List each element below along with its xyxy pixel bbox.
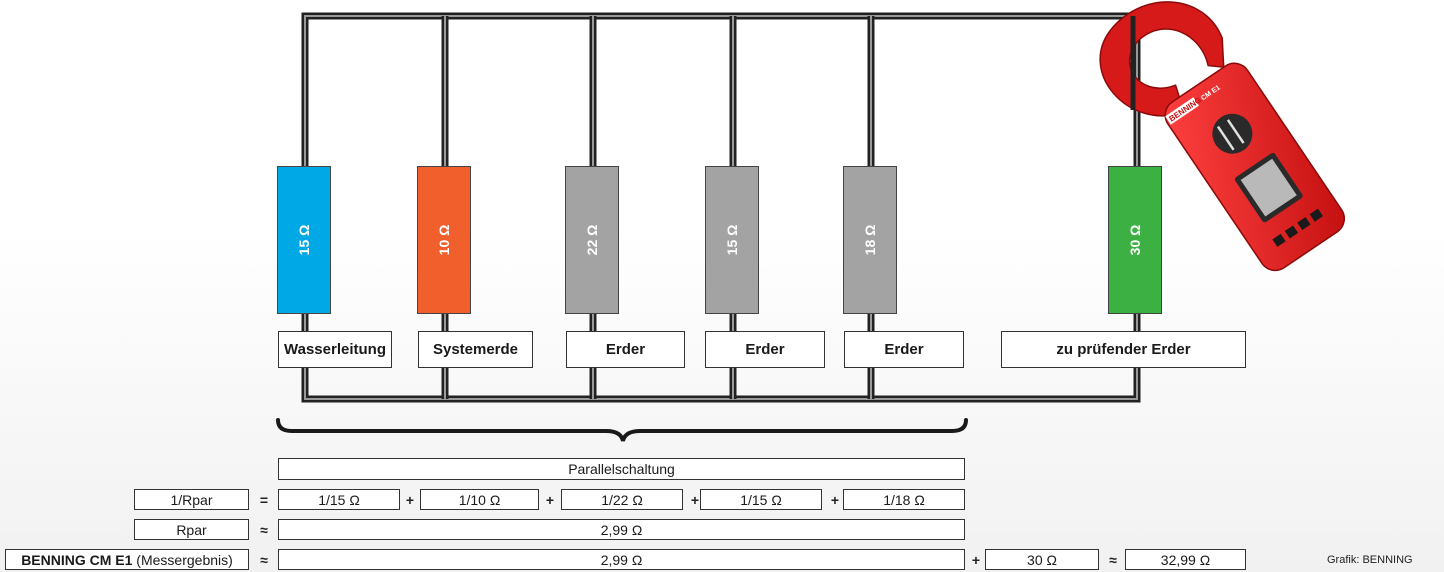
row2-value-text: 2,99 Ω xyxy=(600,521,643,538)
branch-label: Erder xyxy=(705,331,825,368)
resistor-value: 22 Ω xyxy=(584,224,600,256)
row1-label-text: 1/Rpar xyxy=(170,491,213,508)
credit-text: Grafik: BENNING xyxy=(1327,554,1413,566)
plus-sign: + xyxy=(690,492,700,508)
row3-label-rest: (Messergebnis) xyxy=(132,551,233,568)
row3-added-text: 30 Ω xyxy=(1027,551,1057,568)
resistor-value: 30 Ω xyxy=(1127,224,1143,256)
reciprocal-term: 1/10 Ω xyxy=(420,489,539,510)
branch-label: Wasserleitung xyxy=(278,331,392,368)
plus-sign: + xyxy=(405,492,415,508)
resistor-value: 18 Ω xyxy=(862,224,878,256)
resistor-value: 15 Ω xyxy=(724,224,740,256)
row3-value: 2,99 Ω xyxy=(278,549,965,570)
row3-result-text: 32,99 Ω xyxy=(1160,551,1211,568)
reciprocal-term: 1/22 Ω xyxy=(561,489,683,510)
resistor-value: 10 Ω xyxy=(436,224,452,256)
row3-result: 32,99 Ω xyxy=(1125,549,1246,570)
row2-value: 2,99 Ω xyxy=(278,519,965,540)
resistor: 18 Ω xyxy=(843,166,897,314)
resistor: 22 Ω xyxy=(565,166,619,314)
resistor-value: 15 Ω xyxy=(296,224,312,256)
plus-sign: + xyxy=(830,492,840,508)
parallel-header-text: Parallelschaltung xyxy=(568,461,675,477)
row3-plus: + xyxy=(971,552,981,568)
reciprocal-term: 1/15 Ω xyxy=(700,489,822,510)
row2-approx: ≈ xyxy=(260,522,268,538)
branch-label: Erder xyxy=(844,331,964,368)
branch-label: zu prüfender Erder xyxy=(1001,331,1246,368)
resistor: 15 Ω xyxy=(277,166,331,314)
reciprocal-term: 1/18 Ω xyxy=(843,489,965,510)
row3-added: 30 Ω xyxy=(985,549,1099,570)
row3-label-bold: BENNING CM E1 xyxy=(21,551,133,568)
row3-value-text: 2,99 Ω xyxy=(600,551,643,568)
parallel-header: Parallelschaltung xyxy=(278,458,965,480)
resistor: 15 Ω xyxy=(705,166,759,314)
branch-label: Systemerde xyxy=(418,331,533,368)
plus-sign: + xyxy=(545,492,555,508)
row2-label: Rpar xyxy=(134,519,249,540)
row1-equals: = xyxy=(259,492,269,508)
row3-approx2: ≈ xyxy=(1109,552,1117,568)
row1-label: 1/Rpar xyxy=(134,489,249,510)
reciprocal-term: 1/15 Ω xyxy=(278,489,400,510)
brace xyxy=(276,418,968,442)
resistor: 10 Ω xyxy=(417,166,471,314)
row3-label: BENNING CM E1 (Messergebnis) xyxy=(5,549,249,570)
row2-label-text: Rpar xyxy=(176,521,207,538)
row3-approx: ≈ xyxy=(260,552,268,568)
branch-label: Erder xyxy=(566,331,685,368)
resistor: 30 Ω xyxy=(1108,166,1162,314)
